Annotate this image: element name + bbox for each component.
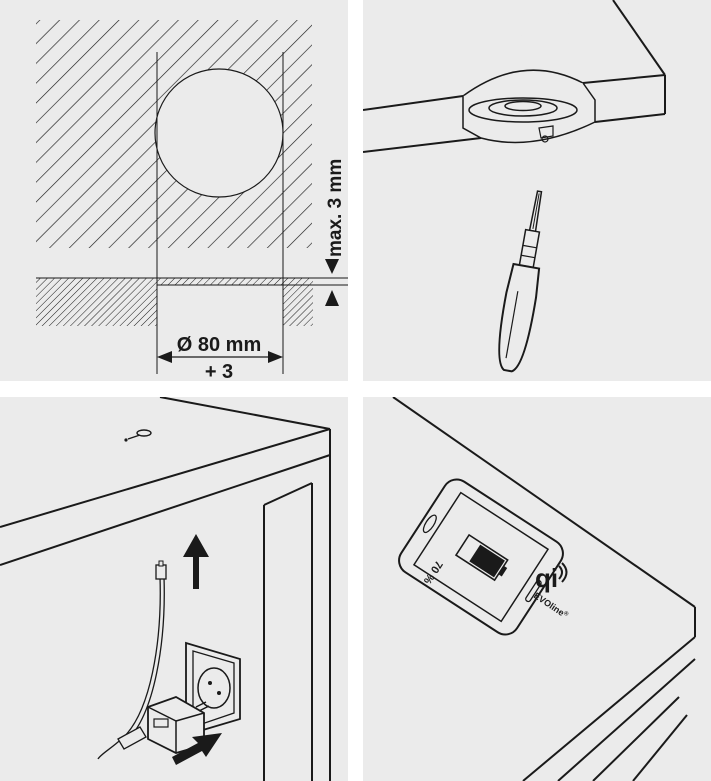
cutout-dimension-drawing: max. 3 mm Ø 80 mm + 3 bbox=[36, 20, 348, 381]
section-hatch-left bbox=[36, 278, 157, 326]
qi-logo-text: qi bbox=[535, 563, 558, 593]
tabletop-front-edge bbox=[363, 95, 464, 111]
desk-leg-inner-edge bbox=[557, 658, 696, 781]
desk-top-edge bbox=[392, 397, 696, 608]
charging-panel: 70 % qi EVOline® bbox=[363, 397, 711, 781]
battery-icon bbox=[454, 533, 509, 582]
brand-label: EVOline® bbox=[532, 590, 570, 620]
cable-connector-top bbox=[155, 564, 167, 580]
tabletop-bottom-edge bbox=[363, 137, 482, 153]
cable-connection-panel bbox=[0, 397, 348, 781]
desk-side-top-edge bbox=[159, 397, 331, 430]
desk-leg-front-edge bbox=[592, 696, 680, 781]
charging-drawing: 70 % qi EVOline® bbox=[392, 397, 696, 781]
tabletop-back-edge bbox=[612, 0, 666, 76]
battery-fill bbox=[469, 544, 505, 578]
installation-panel bbox=[363, 0, 711, 381]
cutout-dimension-panel: max. 3 mm Ø 80 mm + 3 bbox=[0, 0, 348, 381]
diameter-arrow-left bbox=[157, 351, 172, 363]
desk-front-bottom-edge bbox=[0, 454, 331, 566]
arrow-up-icon bbox=[183, 534, 209, 589]
arrow-plug-in-icon bbox=[172, 733, 222, 765]
cable-connector-bottom bbox=[117, 726, 147, 750]
wireless-charger-puck bbox=[462, 69, 596, 144]
depth-arrow-down bbox=[325, 259, 339, 274]
diameter-arrow-right bbox=[268, 351, 283, 363]
max-depth-label: max. 3 mm bbox=[325, 159, 346, 257]
section-recess-hatch bbox=[157, 278, 283, 285]
tolerance-label: + 3 bbox=[205, 361, 233, 381]
desk-front-edge bbox=[522, 636, 696, 781]
desktop-charger-icon bbox=[124, 429, 152, 442]
desk-front-top-edge bbox=[0, 428, 331, 528]
qi-wireless-charging-logo: qi bbox=[535, 562, 568, 593]
cable-connection-drawing bbox=[0, 397, 331, 781]
depth-arrow-up bbox=[325, 290, 339, 306]
usb-cable bbox=[97, 576, 161, 760]
section-hatch-right bbox=[283, 278, 313, 326]
phone-home-button bbox=[422, 514, 437, 534]
installation-drawing bbox=[363, 0, 666, 373]
phone-speaker bbox=[525, 579, 542, 603]
screwdriver-icon bbox=[498, 190, 543, 373]
cutout-hole bbox=[154, 68, 284, 198]
smartphone bbox=[398, 478, 564, 636]
diameter-label: Ø 80 mm bbox=[177, 334, 261, 356]
